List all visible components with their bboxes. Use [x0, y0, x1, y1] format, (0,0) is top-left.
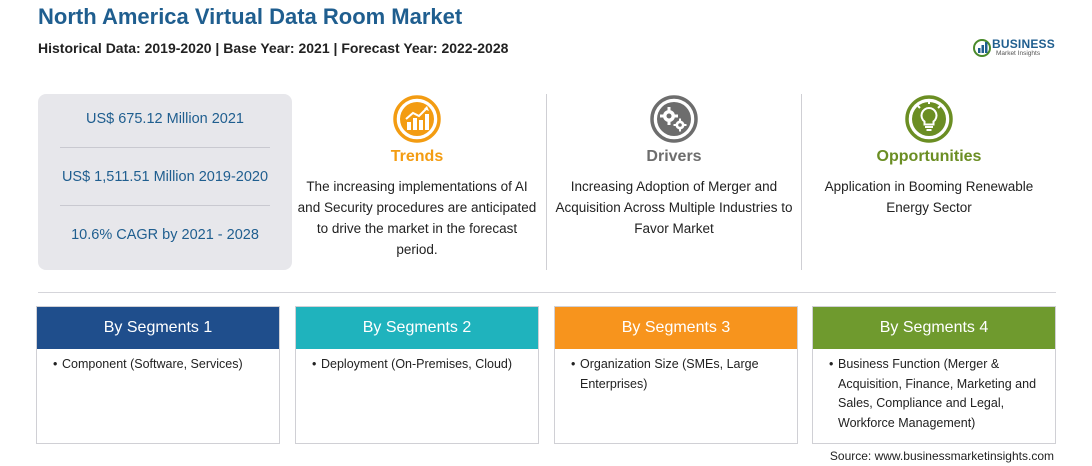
segment-2-item: Deployment (On-Premises, Cloud) — [312, 355, 524, 375]
segment-3-item: Organization Size (SMEs, Large Enterpris… — [571, 355, 783, 394]
source-credit: Source: www.businessmarketinsights.com — [829, 449, 1054, 463]
stat-divider — [60, 205, 270, 206]
segment-card-4: By Segments 4 Business Function (Merger … — [812, 306, 1056, 444]
gears-icon — [650, 95, 698, 143]
logo-globe-icon — [973, 39, 991, 57]
segment-2-title: By Segments 2 — [296, 307, 538, 349]
segment-3-title: By Segments 3 — [555, 307, 797, 349]
page-subtitle: Historical Data: 2019-2020 | Base Year: … — [38, 40, 509, 56]
chart-up-icon — [393, 95, 441, 143]
column-divider — [801, 94, 802, 270]
column-divider — [546, 94, 547, 270]
segment-1-title: By Segments 1 — [37, 307, 279, 349]
segment-1-item: Component (Software, Services) — [53, 355, 265, 375]
trends-heading: Trends — [390, 148, 444, 165]
stat-market-size-historical: US$ 1,511.51 Million 2019-2020 — [61, 169, 269, 185]
segment-4-title: By Segments 4 — [813, 307, 1055, 349]
trends-text: The increasing implementations of AI and… — [297, 179, 537, 257]
stat-divider — [60, 147, 270, 148]
logo-tagline: Market Insights — [996, 50, 1041, 57]
page-title: North America Virtual Data Room Market — [38, 4, 463, 29]
stat-cagr: 10.6% CAGR by 2021 - 2028 — [71, 227, 259, 243]
stat-market-size-2021: US$ 675.12 Million 2021 — [86, 111, 244, 127]
segment-4-item: Business Function (Merger & Acquisition,… — [829, 355, 1041, 433]
segment-card-3: By Segments 3 Organization Size (SMEs, L… — [554, 306, 798, 444]
segment-card-2: By Segments 2 Deployment (On-Premises, C… — [295, 306, 539, 444]
opportunities-heading: Opportunities — [876, 148, 982, 165]
drivers-heading: Drivers — [646, 148, 702, 165]
opportunities-text: Application in Booming Renewable Energy … — [824, 179, 1034, 215]
lightbulb-icon — [905, 95, 953, 143]
section-divider — [38, 292, 1056, 293]
market-stats-panel: US$ 675.12 Million 2021 US$ 1,511.51 Mil… — [38, 94, 292, 270]
drivers-text: Increasing Adoption of Merger and Acquis… — [555, 179, 793, 236]
segment-card-1: By Segments 1 Component (Software, Servi… — [36, 306, 280, 444]
logo-name: BUSINESS — [992, 37, 1055, 51]
brand-logo: BUSINESS Market Insights — [972, 36, 1062, 60]
